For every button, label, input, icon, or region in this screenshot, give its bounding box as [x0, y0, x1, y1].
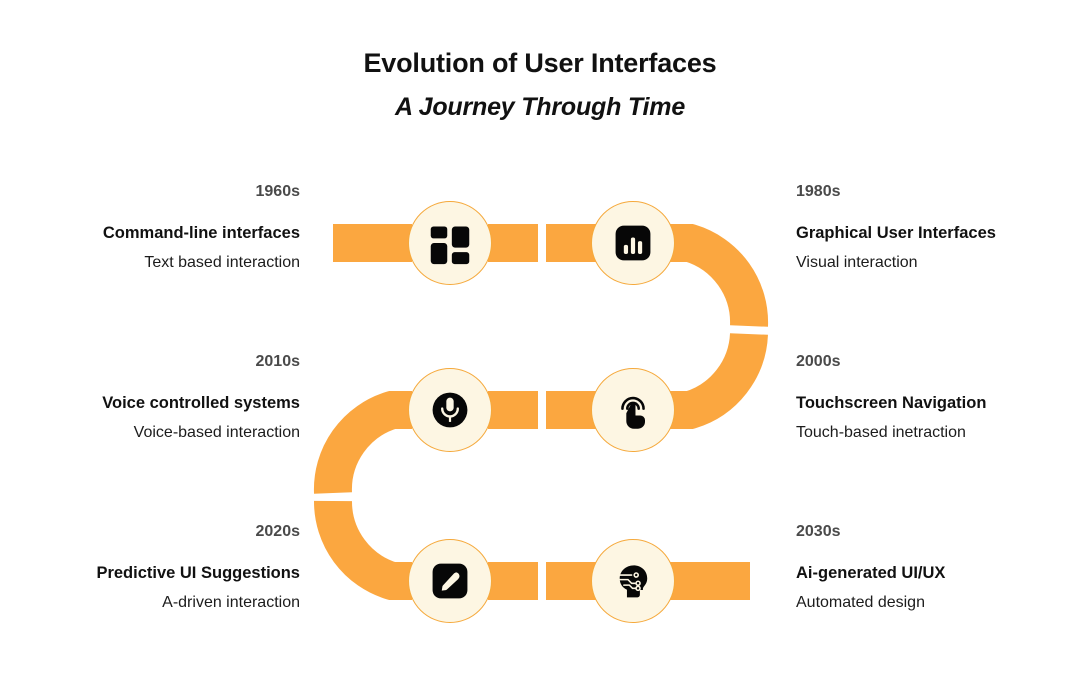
step-headline: Touchscreen Navigation: [796, 394, 987, 413]
timeline-node-1980s[interactable]: [591, 201, 675, 285]
page-header: Evolution of User Interfaces A Journey T…: [0, 48, 1080, 122]
decade-label: 2000s: [796, 353, 841, 370]
bar-chart-icon: [615, 225, 651, 261]
touch-tap-icon: [621, 396, 646, 429]
edit-pencil-icon: [432, 563, 468, 599]
step-description: Visual interaction: [796, 253, 918, 271]
step-description: Touch-based inetraction: [796, 423, 966, 441]
microphone-icon: [432, 392, 468, 428]
timeline-text-1960s: 1960s Command-line interfaces Text based…: [10, 182, 300, 275]
timeline-node-2010s[interactable]: [408, 368, 492, 452]
step-description: Voice-based interaction: [133, 423, 300, 441]
ai-head-circuit-icon: [616, 565, 648, 598]
step-description: A-driven interaction: [162, 593, 300, 611]
decade-label: 2020s: [255, 523, 301, 540]
timeline-text-2030s: 2030s Ai-generated UI/UX Automated desig…: [796, 522, 1080, 615]
ribbon-segment-left-curve-top: [313, 391, 412, 494]
step-headline: Predictive UI Suggestions: [96, 564, 300, 583]
decade-label: 2030s: [796, 523, 841, 540]
step-headline: Command-line interfaces: [102, 224, 300, 243]
timeline-text-1980s: 1980s Graphical User Interfaces Visual i…: [796, 182, 1080, 275]
step-description: Automated design: [796, 593, 925, 611]
dashboard-grid-icon: [430, 226, 470, 265]
timeline-text-2010s: 2010s Voice controlled systems Voice-bas…: [10, 352, 300, 445]
decade-label: 1980s: [796, 183, 841, 200]
decade-label: 1960s: [255, 183, 301, 200]
timeline-text-2000s: 2000s Touchscreen Navigation Touch-based…: [796, 352, 1080, 445]
page-title: Evolution of User Interfaces: [363, 48, 717, 78]
step-headline: Voice controlled systems: [102, 394, 300, 413]
page-subtitle: A Journey Through Time: [394, 92, 686, 121]
timeline-node-2030s[interactable]: [591, 539, 675, 623]
step-headline: Ai-generated UI/UX: [796, 564, 946, 583]
decade-label: 2010s: [255, 353, 301, 370]
timeline-node-2020s[interactable]: [408, 539, 492, 623]
timeline-node-1960s[interactable]: [408, 201, 492, 285]
ribbon-segment-right-curve-top: [660, 224, 769, 327]
step-headline: Graphical User Interfaces: [796, 224, 996, 243]
ribbon-segment-right-curve-bottom: [660, 332, 768, 429]
ribbon-segment-left-curve-bottom: [313, 500, 412, 600]
step-description: Text based interaction: [144, 253, 300, 271]
timeline-text-2020s: 2020s Predictive UI Suggestions A-driven…: [10, 522, 300, 615]
timeline-node-2000s[interactable]: [591, 368, 675, 452]
